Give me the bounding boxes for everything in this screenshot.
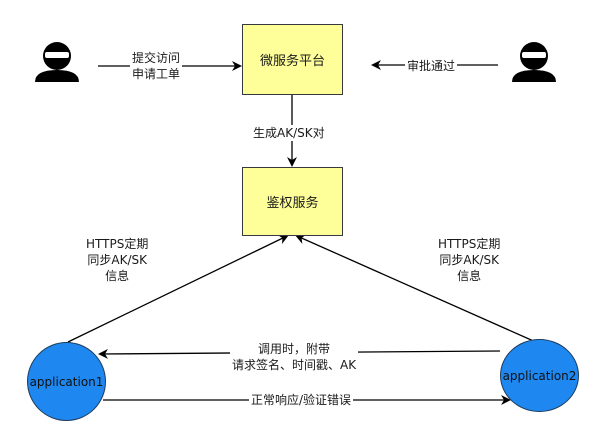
edge-sync-left-arrow [67,234,289,343]
application2-label: application2 [502,368,577,383]
call-label: 调用时，附带 请求签名、时间戳、AK [230,341,359,373]
response-label: 正常响应/验证错误 [249,392,354,408]
application1-node: application1 [27,342,106,421]
right-user-icon [512,42,556,82]
auth-service-node: 鉴权服务 [242,167,343,236]
submit-label: 提交访问 申请工单 [130,50,183,82]
platform-node: 微服务平台 [242,24,343,95]
application2-node: application2 [500,339,579,412]
generate-label: 生成AK/SK对 [251,125,327,141]
approve-label: 审批通过 [405,58,458,74]
edge-sync-right-arrow [295,234,539,344]
auth-service-label: 鉴权服务 [266,196,319,211]
platform-label: 微服务平台 [259,54,325,69]
application1-label: application1 [29,374,104,389]
sync-left-label: HTTPS定期 同步AK/SK 信息 [86,237,149,283]
left-user-icon [35,42,79,82]
sync-right-label: HTTPS定期 同步AK/SK 信息 [438,237,501,283]
